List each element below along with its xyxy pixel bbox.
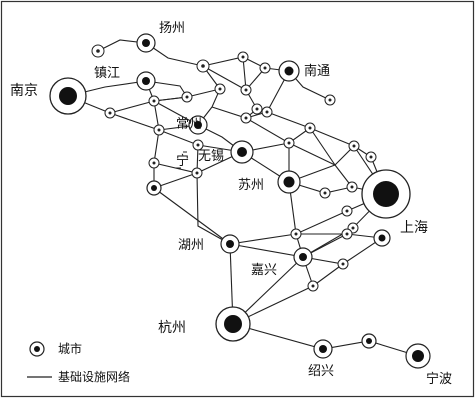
city-labels: 扬州 镇江 南京 南通 常州 无锡 苏州 上海 湖州 嘉兴 杭州 绍兴 宁波 宁 [10,21,452,387]
city-marker-jiaxing [293,247,313,267]
label-shanghai: 上海 [400,220,428,236]
city-marker-wuxi [230,140,254,164]
legend-city-icon [29,341,45,357]
city-marker-zhenjiang [136,71,156,91]
city-marker-ningbo [405,343,431,369]
label-zhenjiang: 镇江 [94,66,120,81]
city-marker-changzhou [188,115,208,135]
city-marker-mid-east [361,333,377,349]
label-ningbo: 宁波 [426,371,452,387]
city-marker-huzhou [220,234,240,254]
label-wuxi: 无锡 [198,149,224,164]
small-nodes [91,44,377,292]
city-marker-east [373,229,391,247]
city-marker-hangzhou [215,306,251,342]
label-shaoxing: 绍兴 [308,364,334,379]
label-huzhou: 湖州 [178,238,204,253]
legend: 城市 基础设施网络 [27,341,130,384]
city-markers [136,33,431,369]
legend-city-label: 城市 [58,341,82,356]
label-changzhou: 常州 [176,117,202,132]
city-marker-shaoxing [313,339,333,359]
city-marker-suzhou [277,170,301,194]
label-nantong: 南通 [304,63,330,79]
city-marker-nantong [278,60,300,82]
legend-network-label: 基础设施网络 [58,369,130,384]
label-partial: 宁 [176,153,189,169]
label-hangzhou: 杭州 [158,320,186,336]
city-marker-nanjing [49,77,87,115]
city-marker-shanghai [361,169,411,219]
label-yangzhou: 扬州 [159,21,185,36]
label-suzhou: 苏州 [238,177,264,193]
city-marker-yangzhou [136,33,156,53]
wuxi-dash-marks [175,151,187,169]
label-nanjing: 南京 [10,83,38,99]
major-city-markers [49,77,411,342]
city-marker-partial [146,180,162,196]
label-jiaxing: 嘉兴 [251,263,277,278]
